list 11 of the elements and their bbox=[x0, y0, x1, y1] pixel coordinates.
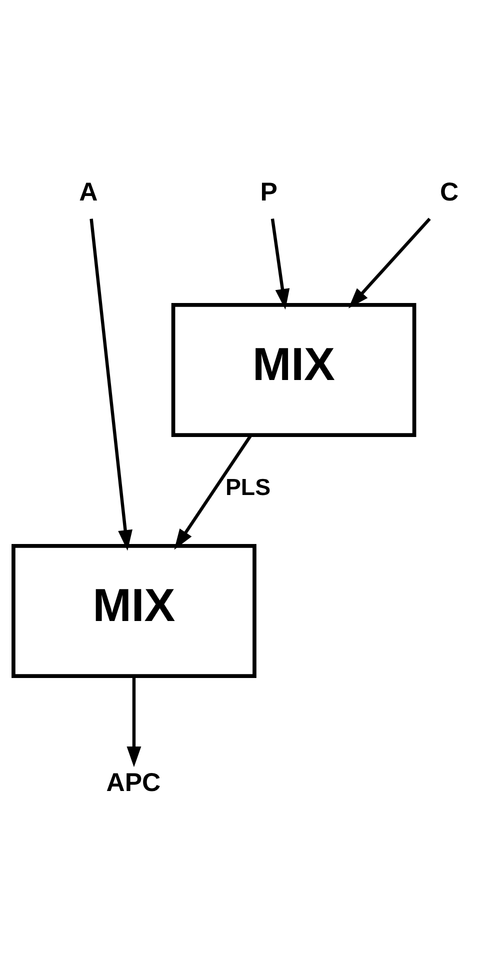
arrow bbox=[126, 676, 142, 767]
edge-label: PLS bbox=[225, 473, 271, 500]
node-box: MIX bbox=[171, 302, 416, 437]
node-text: P bbox=[260, 178, 278, 206]
node-text: A bbox=[79, 178, 98, 206]
arrow bbox=[348, 217, 431, 308]
node-text: C bbox=[440, 178, 459, 206]
arrow bbox=[90, 218, 132, 550]
node-box: MIX bbox=[12, 543, 256, 678]
node-text: APC bbox=[106, 768, 161, 796]
arrow bbox=[270, 218, 290, 310]
